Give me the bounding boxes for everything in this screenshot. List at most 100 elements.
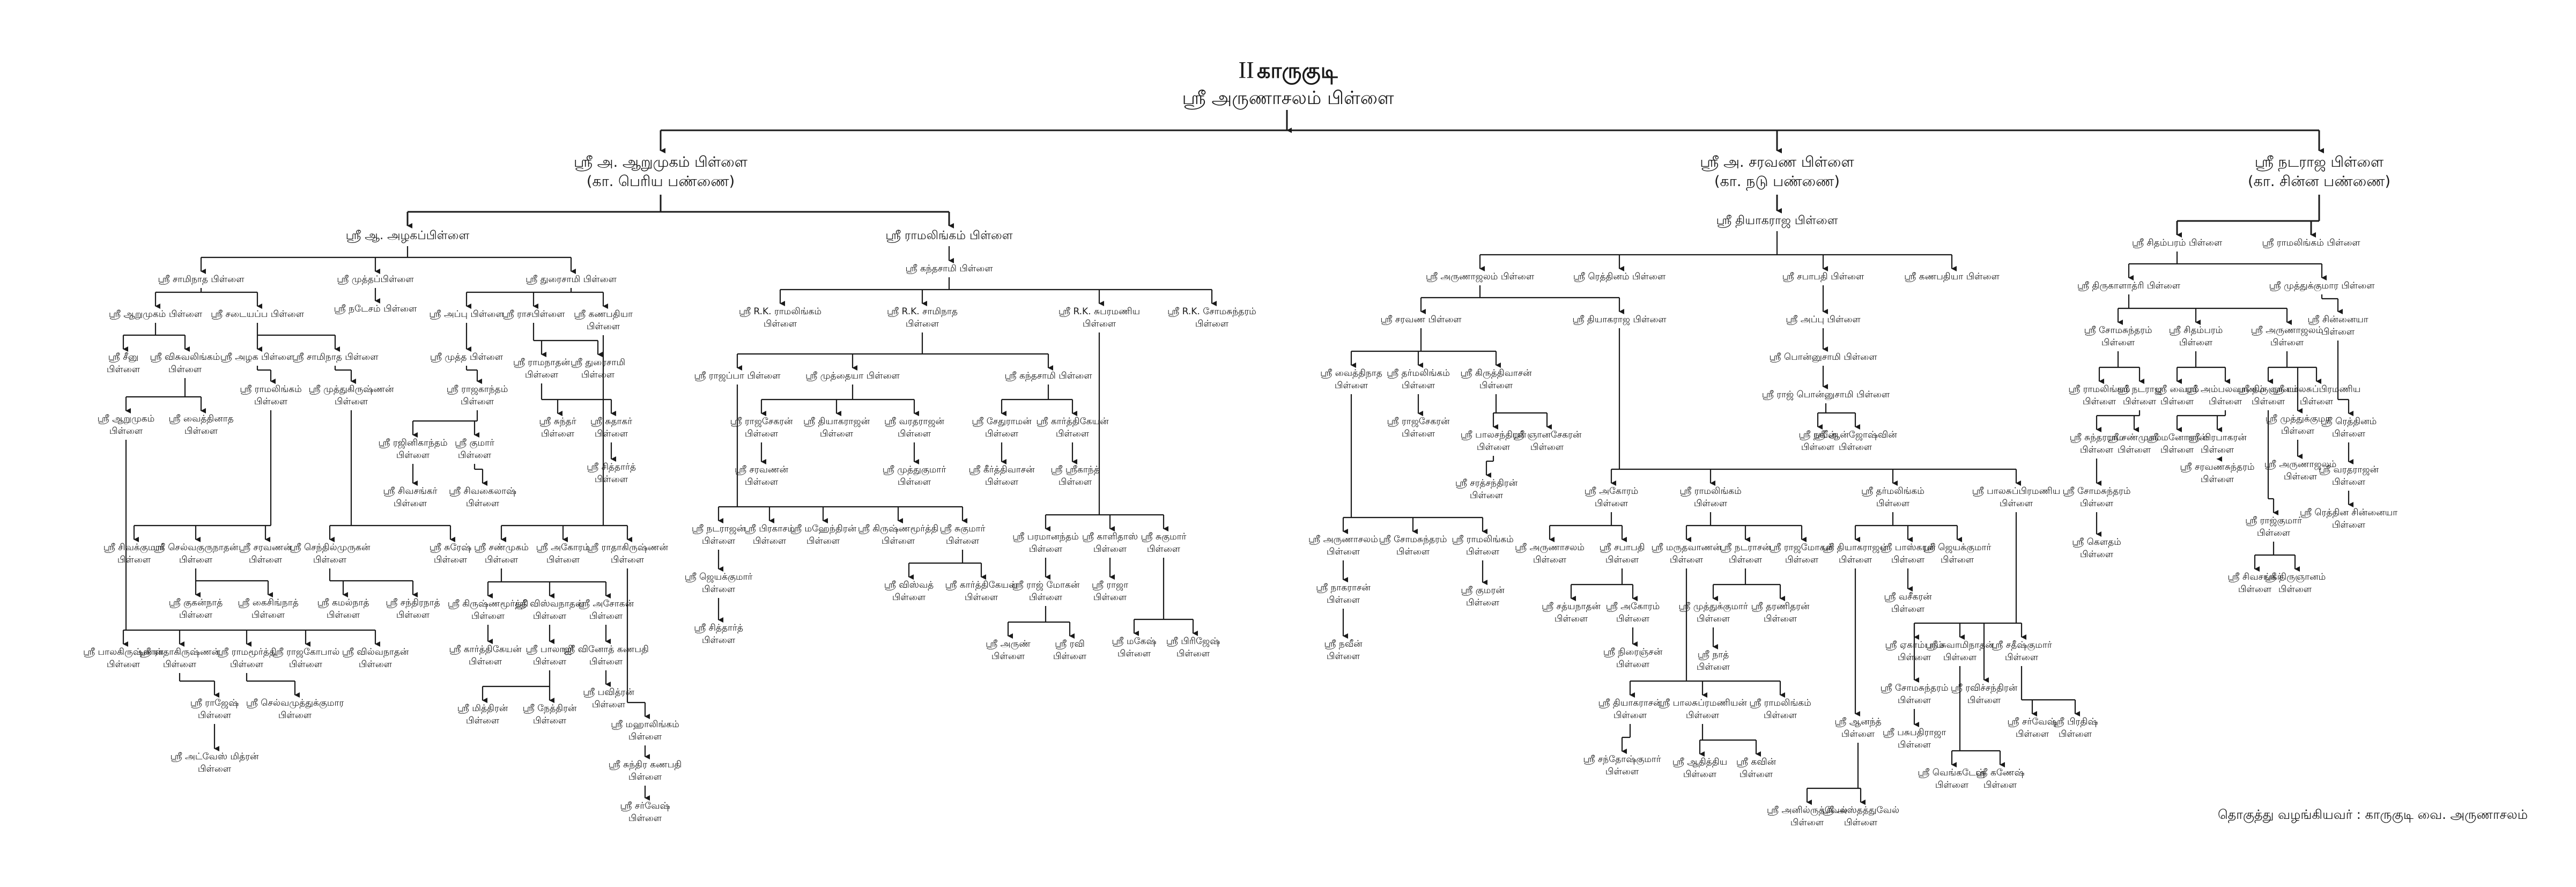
name-suffix: பிள்ளை	[1326, 594, 1360, 605]
person-node: ஸ்ரீ நவீன்பிள்ளை	[1798, 429, 1837, 454]
person-name: ஸ்ரீ பாலசுப்பிரமணிய	[1972, 486, 2061, 497]
person-node: ஸ்ரீ சிதம்பரம்பிள்ளை	[2169, 324, 2223, 349]
name-suffix: பிள்ளை	[2321, 326, 2355, 337]
name-suffix: பிள்ளை	[2079, 444, 2114, 455]
person-name: ஸ்ரீ சோமசுந்தரம்	[1379, 534, 1447, 545]
name-suffix: பிள்ளை	[179, 554, 213, 565]
name-suffix: பிள்ளை	[1469, 490, 1504, 501]
name-suffix: பிள்ளை	[744, 476, 779, 487]
person-name: ஸ்ரீ தியாகராஜ பிள்ளை	[1716, 214, 1838, 227]
person-node: ஸ்ரீ சரவணசுந்தரம்பிள்ளை	[2180, 461, 2254, 486]
person-name: ஸ்ரீ அனில்ருத்வேல்	[1766, 805, 1848, 816]
name-suffix: பிள்ளை	[701, 583, 736, 595]
person-name: ஸ்ரீ R.K. சோமசுந்தரம்	[1167, 306, 1256, 317]
name-suffix: பிள்ளை	[945, 535, 980, 546]
person-name: ஸ்ரீ வைரம்	[2155, 384, 2200, 395]
person-name: ஸ்ரீ அகோரம்	[1605, 601, 1660, 612]
person-node: ஸ்ரீ மனோகரன்பிள்ளை	[2146, 432, 2208, 456]
person-node: ஸ்ரீ அ. சரவண பிள்ளை(கா. நடு பண்ணை)	[1700, 153, 1854, 192]
name-suffix: பிள்ளை	[1669, 554, 1704, 565]
person-node: ஸ்ரீ ராமலிங்கம்பிள்ளை	[1679, 485, 1742, 510]
person-name: ஸ்ரீ நடேசம் பிள்ளை	[334, 304, 417, 314]
person-node: ஸ்ரீ வசீகரன்பிள்ளை	[1884, 591, 1931, 616]
name-suffix: பிள்ளை	[744, 428, 779, 439]
person-node: ஸ்ரீ R.K. சோமசுந்தரம்பிள்ளை	[1167, 306, 1256, 330]
name-suffix: பிள்ளை	[1605, 766, 1639, 777]
person-name: ஸ்ரீ வில்வநாதன்	[342, 647, 409, 657]
person-name: ஸ்ரீ வரதராஜன்	[2319, 464, 2379, 475]
name-suffix: பிள்ளை	[1696, 613, 1730, 624]
person-name: ஸ்ரீ அருண்	[986, 639, 1031, 649]
person-node: ஸ்ரீ சத்யநாதன்பிள்ளை	[1542, 601, 1601, 625]
person-node: ஸ்ரீ ஜெயக்குமார்பிள்ளை	[1923, 542, 1992, 566]
name-suffix: பிள்ளை	[1533, 554, 1567, 565]
person-node: ஸ்ரீ சாமிநாத பிள்ளை	[292, 351, 378, 364]
person-name: ஸ்ரீ சர்வேஷ்	[2007, 716, 2057, 727]
person-node: ஸ்ரீ ஆ. அழகப்பிள்ளை	[346, 228, 470, 244]
person-node: ஸ்ரீ பசுபதிராஜாபிள்ளை	[1883, 727, 1946, 751]
person-name: ஸ்ரீ அழக பிள்ளை	[220, 352, 295, 363]
person-name: ஸ்ரீ ராமலிங்கம்	[1749, 698, 1811, 708]
person-name: ஸ்ரீ சின்னையா	[2307, 314, 2368, 325]
person-name: ஸ்ரீ ராஜா	[1091, 580, 1129, 590]
person-node: ஸ்ரீ குமார்பிள்ளை	[455, 437, 494, 462]
person-node: ஸ்ரீ துரைசாமிபிள்ளை	[571, 357, 625, 381]
name-suffix: பிள்ளை	[1479, 380, 1513, 391]
person-node: ஸ்ரீ ஆனந்த்பிள்ளை	[1834, 716, 1881, 741]
person-node: ஸ்ரீ சின்னையாபிள்ளை	[2307, 314, 2368, 338]
person-name: ஸ்ரீ நடராஜன்	[691, 523, 746, 534]
person-node: ஸ்ரீ விசுவலிங்கம்பிள்ளை	[150, 351, 220, 376]
person-name: ஸ்ரீ சிவக்குமார்	[103, 542, 165, 553]
name-suffix: பிள்ளை	[991, 651, 1025, 662]
person-node: ஸ்ரீ வெங்கடேஷ்பிள்ளை	[1918, 767, 1986, 792]
name-suffix: பிள்ளை	[278, 709, 312, 721]
person-name: ஸ்ரீ சித்தார்த்	[587, 462, 636, 472]
name-suffix: பிள்ளை	[1605, 554, 1639, 565]
person-node: ஸ்ரீ அட்வேஸ் மித்ரன்பிள்ளை	[170, 751, 258, 775]
name-suffix: பிள்ளை	[396, 449, 430, 461]
person-node: ஸ்ரீ கைசிங்நாத்பிள்ளை	[238, 597, 299, 622]
person-node: ஸ்ரீ ரஜினிகாந்தம்பிள்ளை	[378, 437, 447, 462]
name-suffix: பிள்ளை	[2331, 476, 2366, 487]
person-name: ஸ்ரீ வரதராஜன்	[884, 416, 944, 427]
person-name: ஸ்ரீ கணபதியா பிள்ளை	[1904, 271, 2000, 282]
person-name: ஸ்ரீ தர்மலிங்கம்	[1861, 486, 1924, 497]
person-name: ஸ்ரீ பாலகிருஷ்ணன்	[83, 647, 164, 657]
name-suffix: பிள்ளை	[1876, 498, 1910, 509]
name-suffix: பிள்ளை	[106, 364, 140, 375]
name-suffix: பிள்ளை	[230, 659, 264, 670]
person-node: ஸ்ரீ முத்துகிருஷ்ணன்பிள்ளை	[308, 383, 394, 408]
name-suffix: பிள்ளை	[2331, 428, 2366, 439]
person-node: ஸ்ரீ ரவிபிள்ளை	[1053, 638, 1086, 663]
person-name: ஸ்ரீ சுதாகர்	[590, 416, 633, 427]
person-name: ஸ்ரீ முத்துக்குமார்	[1678, 601, 1748, 612]
person-node: ஸ்ரீ ஆறுமுகம்பிள்ளை	[98, 413, 155, 438]
person-name: ஸ்ரீ கணேஷ்	[1975, 767, 2025, 778]
person-node: ஸ்ரீ கமல்நாத்பிள்ளை	[317, 597, 369, 622]
person-node: ஸ்ரீ கணபதியா பிள்ளை	[1904, 271, 2000, 283]
person-node: ஸ்ரீ கணேஷ்பிள்ளை	[1975, 767, 2024, 792]
person-node: ஸ்ரீ மித்திரன்பிள்ளை	[457, 703, 508, 727]
name-suffix: பிள்ளை	[1401, 380, 1435, 391]
name-suffix: பிள்ளை	[197, 709, 232, 721]
name-suffix: பிள்ளை	[1696, 661, 1730, 672]
name-suffix: பிள்ளை	[2079, 549, 2114, 560]
person-node: ஸ்ரீ சோமசுந்தரம்பிள்ளை	[2062, 485, 2130, 510]
person-name: ஸ்ரீ ராஜ் மோகன்	[1011, 580, 1080, 590]
name-suffix: பிள்ளை	[1465, 546, 1500, 557]
person-node: ஸ்ரீ வில்வநாதன்பிள்ளை	[342, 646, 409, 671]
name-suffix: பிள்ளை	[594, 474, 628, 485]
person-name: ஸ்ரீ ராமமூர்த்தி	[217, 647, 277, 657]
name-suffix: பிள்ளை	[1053, 651, 1087, 662]
person-node: ஸ்ரீ முத்த பிள்ளை	[430, 351, 503, 364]
person-name: ஸ்ரீ ராஜகோபால்	[271, 647, 340, 657]
person-name: ஸ்ரீ பிரபாகரன்	[2188, 432, 2247, 443]
person-name: ஸ்ரீ முத்தையா பிள்ளை	[805, 371, 900, 381]
name-suffix: பிள்ளை	[460, 396, 494, 407]
person-node: ஸ்ரீ பவித்ரன்பிள்ளை	[583, 686, 634, 711]
person-node: ஸ்ரீ சோமசுந்தரம்பிள்ளை	[1379, 534, 1447, 558]
person-name: ஸ்ரீ அருணாஜலம் பிள்ளை	[1425, 271, 1535, 282]
person-node: ஸ்ரீ கார்த்திகேயன்பிள்ளை	[449, 644, 521, 668]
person-node: ஸ்ரீ ரெத்தினம் பிள்ளை	[1573, 271, 1665, 283]
